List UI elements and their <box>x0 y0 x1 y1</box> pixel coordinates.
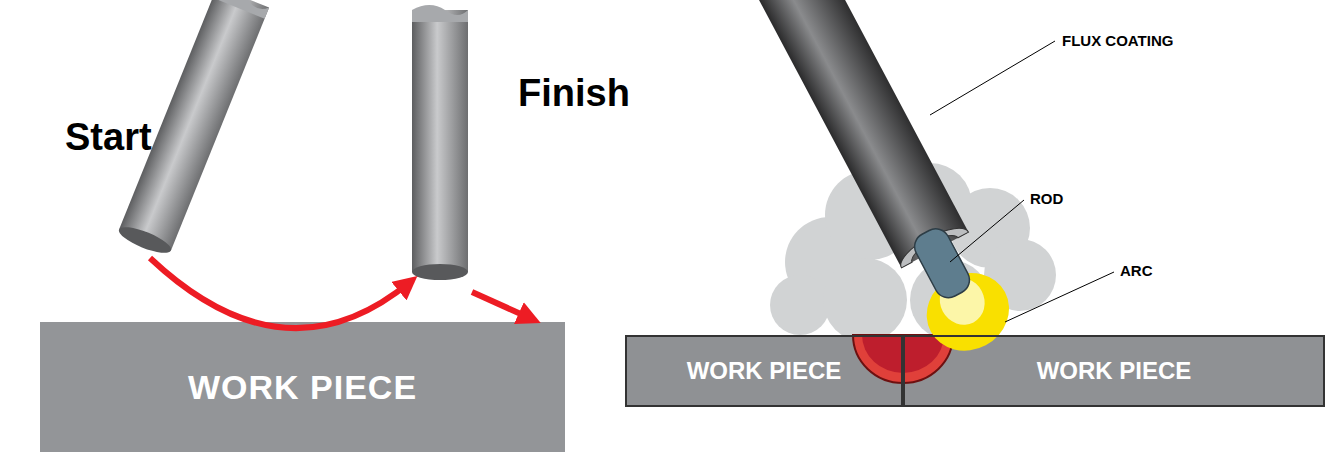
leader-line <box>930 41 1055 115</box>
motion-arrow <box>472 292 532 319</box>
work-piece-label: WORK PIECE <box>1037 357 1192 385</box>
part-label: FLUX COATING <box>1062 32 1173 49</box>
motion-arrow <box>150 258 410 328</box>
work-piece: WORK PIECE <box>903 335 1325 407</box>
work-piece: WORK PIECE <box>625 335 903 407</box>
work-piece-label: WORK PIECE <box>687 357 842 385</box>
step-label: Finish <box>518 72 630 115</box>
work-piece-label: WORK PIECE <box>188 368 417 407</box>
step-label: Start <box>65 116 152 159</box>
leader-line <box>1005 272 1114 322</box>
leader-line <box>950 200 1024 262</box>
part-label: ROD <box>1030 190 1063 207</box>
part-label: ARC <box>1120 262 1153 279</box>
work-piece-fill <box>40 322 565 452</box>
finish-electrode <box>412 5 468 280</box>
work-piece: WORK PIECE <box>40 322 565 452</box>
welding-electrode <box>738 0 1022 365</box>
